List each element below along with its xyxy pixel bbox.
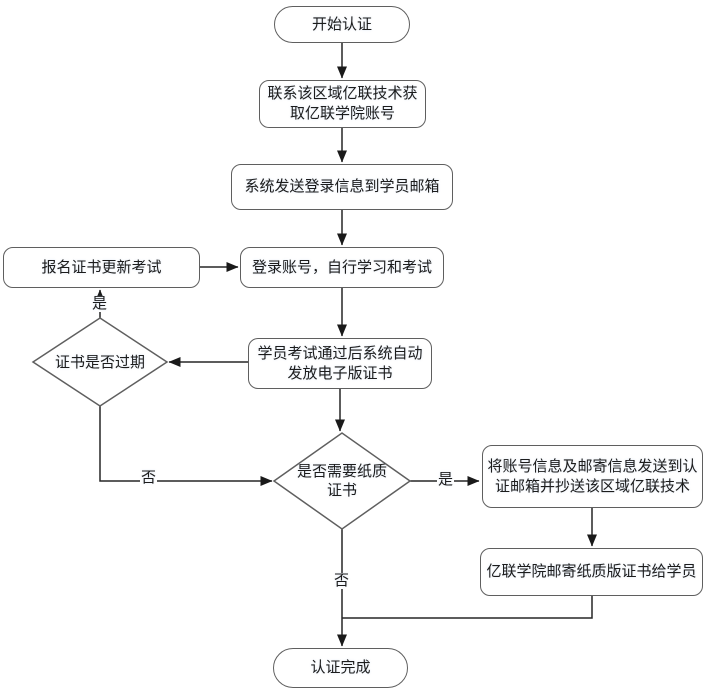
node-mail-paper-cert: 亿联学院邮寄纸质版证书给学员 [480,548,703,596]
node-done: 认证完成 [273,648,408,688]
edge-label-expired-yes: 是 [91,295,109,312]
node-label: 系统发送登录信息到学员邮箱 [244,178,440,195]
node-label: 证邮箱并抄送该区域亿联技术 [494,477,690,495]
node-send-mailing-info: 将账号信息及邮寄信息发送到认 证邮箱并抄送该区域亿联技术 [482,445,703,508]
node-label: 发放电子版证书 [287,364,393,382]
node-register-renewal-exam: 报名证书更新考试 [3,247,200,288]
node-label: 报名证书更新考试 [41,258,162,276]
node-login-study-exam: 登录账号，自行学习和考试 [240,247,444,288]
decision-cert-expired-shape [31,317,169,407]
node-label: 将账号信息及邮寄信息发送到认 [487,457,698,475]
edge-label-expired-no: 否 [140,469,158,486]
decision-need-paper-shape [272,432,412,530]
node-start: 开始认证 [274,6,410,43]
node-label: 登录账号，自行学习和考试 [251,258,432,276]
edge-label-paper-yes: 是 [437,471,455,488]
edge-label-paper-no: 否 [333,572,351,589]
node-label: 学员考试通过后系统自动 [257,344,423,362]
decision-need-paper-label: 是否需要纸质 证书 [296,463,387,499]
connector-expired-no-to-needpaper [99,406,273,486]
node-label: 认证完成 [310,659,371,676]
node-send-login-info: 系统发送登录信息到学员邮箱 [231,164,453,210]
node-label: 取亿联学院账号 [289,105,395,122]
node-contact-tech: 联系该区域亿联技术获 取亿联学院账号 [259,80,426,128]
node-auto-issue-ecert: 学员考试通过后系统自动 发放电子版证书 [248,338,432,389]
node-label: 开始认证 [311,15,372,33]
decision-cert-expired-label: 证书是否过期 [54,354,145,371]
connector-mailcert-to-join [342,596,593,619]
node-label: 亿联学院邮寄纸质版证书给学员 [486,563,697,580]
node-label: 联系该区域亿联技术获 [267,85,418,102]
